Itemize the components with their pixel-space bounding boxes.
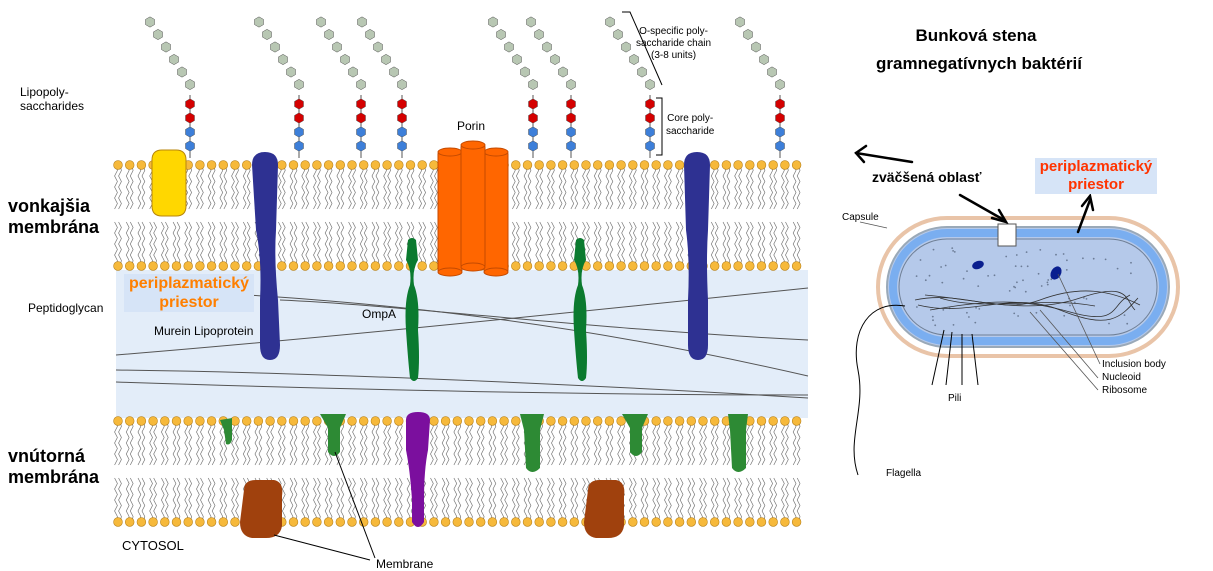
core-line1: Core poly- (667, 113, 714, 124)
membrane-label: Membrane (376, 557, 434, 571)
murein-lipoprotein (252, 152, 280, 360)
capsule-label: Capsule (842, 212, 879, 223)
core-line2: saccharide (666, 126, 715, 137)
bacterial-cell (876, 216, 1180, 358)
purple-inner-protein (406, 412, 430, 527)
peptidoglycan-label: Peptidoglycan (28, 301, 104, 315)
outer-membrane-line1: vonkajšia (8, 196, 91, 216)
yellow-membrane-protein (151, 149, 187, 217)
o-chain-line1: O-specific poly- (639, 26, 708, 37)
annotation-brackets (273, 11, 663, 561)
ompa-protein-right (573, 238, 587, 381)
brown-protein-right (584, 480, 625, 538)
title-line1: Bunková stena (915, 26, 1037, 45)
lps-label-line1: Lipopoly- (20, 85, 69, 99)
periplasm-line1: periplazmatický (128, 275, 250, 292)
murein-lipoprotein-label: Murein Lipoprotein (154, 324, 254, 338)
zoomed-area-box (997, 223, 1017, 247)
inner-green-proteins (220, 414, 748, 472)
nucleoid-strands (914, 290, 1141, 321)
porin-channel (437, 140, 509, 277)
pili (931, 329, 979, 386)
ompa-label: OmpA (362, 307, 397, 321)
outer-membrane-label: vonkajšia membrána (8, 196, 99, 238)
o-chain-line3: (3-8 units) (651, 50, 697, 61)
nucleoid-label: Nucleoid (1102, 372, 1141, 383)
cell-periplasm-line2: priestor (1068, 176, 1124, 193)
lps-label: Lipopoly- saccharides (20, 85, 84, 113)
brown-protein-left (240, 480, 283, 538)
lps-label-line2: saccharides (20, 99, 85, 113)
periplasm-line2: priestor (159, 294, 219, 311)
blue-outer-protein (684, 152, 710, 360)
ribosome-label: Ribosome (1102, 385, 1148, 396)
flagellum (853, 304, 906, 476)
o-chain-label: O-specific poly- saccharide chain (3-8 u… (636, 26, 711, 62)
outer-membrane-line2: membrána (8, 217, 100, 237)
zoomed-area-label: zväčšená oblasť (872, 169, 982, 185)
flagella-label: Flagella (886, 468, 922, 479)
inner-membrane-label: vnútorná membrána (8, 446, 99, 488)
ribosome-dots (915, 247, 1132, 327)
periplasm-label: periplazmatický priestor (124, 274, 254, 312)
ompa-protein-left (405, 238, 419, 381)
inclusion-body-label: Inclusion body (1102, 359, 1166, 370)
lipopolysaccharide-chains (145, 16, 785, 158)
cell-callout-lines (859, 221, 1101, 391)
title: Bunková stena gramnegatívnych baktérií (876, 26, 1082, 74)
o-chain-line2: saccharide chain (636, 38, 712, 49)
inner-membrane-line1: vnútorná (8, 446, 86, 466)
cell-periplasm-line1: periplazmatický (1039, 158, 1153, 175)
title-line2: gramnegatívnych baktérií (876, 54, 1082, 73)
cytosol-label: CYTOSOL (122, 538, 184, 553)
core-label: Core poly- saccharide (666, 112, 714, 138)
porin-label: Porin (457, 119, 486, 133)
inclusion-body-left (972, 260, 984, 270)
inner-membrane-line2: membrána (8, 467, 100, 487)
arrows (854, 144, 1095, 234)
cell-periplasm-label: periplazmatický priestor (1035, 158, 1157, 194)
pili-label: Pili (948, 393, 962, 404)
